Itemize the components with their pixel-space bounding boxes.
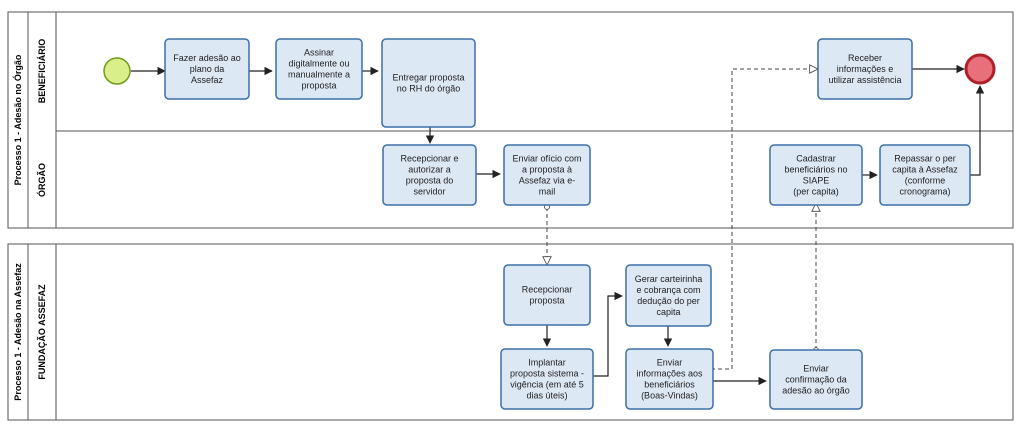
task-label-line: proposta do xyxy=(406,176,454,186)
msg-enviar-info-to-receber xyxy=(711,69,818,369)
task-label-line: Repassar o per xyxy=(894,154,956,164)
events xyxy=(103,53,996,85)
task-label-line: Fazer adesão ao xyxy=(173,53,241,63)
message-flows xyxy=(547,69,818,369)
task-label-line: Enviar xyxy=(657,358,683,368)
task-label-line: dedução do per xyxy=(637,296,700,306)
pool-title-orgao: Processo 1 - Adesão no Órgão xyxy=(12,54,23,185)
task-label-line: (Boas-Vindas) xyxy=(641,391,698,401)
task-label-line: SIAPE xyxy=(803,176,830,186)
task-label-line: Assefaz via e- xyxy=(519,176,576,186)
task-label-line: e cobrança com xyxy=(636,285,700,295)
task-label-line: informações aos xyxy=(636,369,703,379)
task-label-line: capita xyxy=(656,307,680,317)
task-label-line: vigência (em até 5 xyxy=(510,380,584,390)
task-label-line: Cadastrar xyxy=(796,154,836,164)
task-label-line: dias úteis) xyxy=(526,391,567,401)
task-box xyxy=(503,144,591,206)
start-event xyxy=(103,57,131,85)
task-label-line: proposta xyxy=(529,296,564,306)
task-label-line: confirmação da xyxy=(785,375,847,385)
task-label-line: mail xyxy=(539,187,556,197)
task-box xyxy=(625,348,714,410)
task-box xyxy=(625,264,712,327)
task-label-line: beneficiários xyxy=(644,380,695,390)
task-label-line: Recepcionar xyxy=(522,285,573,295)
task-label-line: Enviar xyxy=(803,364,829,374)
task-label-line: Gerar carteirinha xyxy=(635,274,703,284)
task-label-line: Assefaz xyxy=(191,75,224,85)
task-label-line: autorizar a xyxy=(408,165,451,175)
lane-title-fundacao-assefaz: FUNDAÇÃO ASSEFAZ xyxy=(37,284,47,380)
sequence-flows xyxy=(131,64,985,386)
task-label-line: Entregar proposta xyxy=(392,73,464,83)
lane-title-beneficiario: BENEFICIÁRIO xyxy=(37,39,47,104)
task-label-line: Enviar ofício com xyxy=(512,154,581,164)
task-label-line: capita à Assefaz xyxy=(892,165,958,175)
task-label-line: proposta sistema - xyxy=(510,369,584,379)
task-label-line: plano da xyxy=(190,64,225,74)
task-box xyxy=(817,38,913,100)
lane-title-orgao: ÓRGÃO xyxy=(36,163,47,197)
task-label-line: manualmente a xyxy=(288,70,350,80)
task-box xyxy=(769,144,863,206)
pool-title-assefaz: Processo 1 - Adesão na Assefaz xyxy=(13,263,23,401)
task-label-line: cronograma) xyxy=(899,187,950,197)
task-box xyxy=(164,38,250,100)
task-label-line: no RH do órgão xyxy=(397,84,461,94)
task-label-line: informações e xyxy=(837,64,894,74)
task-label-line: digitalmente ou xyxy=(288,59,349,69)
task-label-line: beneficiários no xyxy=(784,165,847,175)
task-box xyxy=(275,38,363,100)
task-box xyxy=(503,264,591,326)
flow-implantar-to-gerar xyxy=(593,291,623,377)
flow-repassar-to-end xyxy=(970,85,985,176)
task-label-line: (conforme xyxy=(905,176,946,186)
task-box xyxy=(382,144,477,206)
task-label-line: Receber xyxy=(848,53,882,63)
task-box xyxy=(879,144,971,206)
task-box xyxy=(769,349,863,410)
task-label-line: proposta xyxy=(301,81,336,91)
task-box xyxy=(500,348,594,410)
task-label-line: adesão ao órgão xyxy=(782,386,850,396)
task-label-line: (per capita) xyxy=(793,187,839,197)
task-label-line: utilizar assistência xyxy=(828,75,901,85)
task-label-line: Assinar xyxy=(304,48,334,58)
task-label-line: a proposta à xyxy=(522,165,572,175)
task-label-line: Recepcionar e xyxy=(400,154,458,164)
end-event xyxy=(964,53,996,85)
task-label-line: Implantar xyxy=(528,358,566,368)
task-label-line: servidor xyxy=(413,187,445,197)
task-box xyxy=(381,38,476,128)
